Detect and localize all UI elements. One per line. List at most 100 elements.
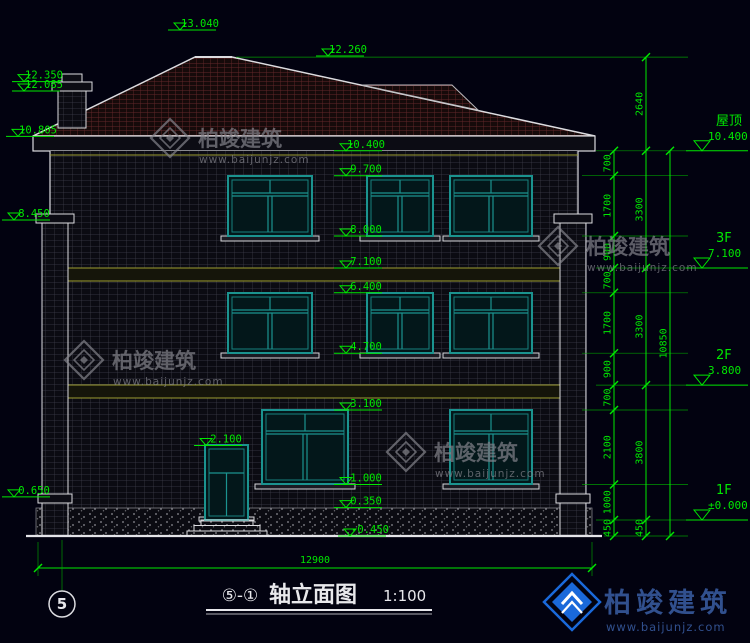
elevation-triangle-icon [16,83,32,92]
watermark-name: 柏竣建筑 [198,127,282,151]
watermark: 柏竣建筑 www.baijunjz.com [149,117,310,166]
watermark: 柏竣建筑 www.baijunjz.com [63,339,224,388]
elevation-value: 7.100 [350,256,382,268]
floor-elevation: 3.800 [708,364,741,377]
dimension-text: 1700 [603,194,614,218]
elevation-triangle-icon [692,509,712,521]
floor-name: 3F [716,231,732,246]
elevation-value: 13.040 [181,18,219,30]
watermark: 柏竣建筑 www.baijunjz.com [537,225,698,274]
elevation-triangle-icon [198,438,214,447]
dimension-text: 3300 [635,315,646,339]
dimension-tick [609,480,619,489]
elevation-marker: 10.400 [334,139,385,152]
elevation-marker: 8.450 [2,208,50,221]
dimension-text: 12900 [300,555,330,566]
window [442,292,540,359]
window [442,409,540,490]
elevation-triangle-icon [6,212,22,221]
dimension-text: 1700 [603,311,614,335]
dimension-tick [587,563,597,573]
floor-band-3f [49,267,579,282]
dimension-tick [665,531,675,541]
elevation-triangle-icon [10,128,26,138]
elevation-triangle-icon [16,74,32,83]
elevation-value: 10.400 [347,139,385,151]
watermark-name: 柏竣建筑 [112,349,196,373]
elevation-triangle-icon [338,477,354,486]
dimension-text: 700 [603,154,614,172]
pilaster-cap [553,213,593,224]
elevation-triangle-icon [338,285,354,294]
watermark-name: 柏竣建筑 [586,235,670,259]
watermark-url: www.baijunjz.com [587,262,698,274]
dimension-tick [641,380,651,390]
dimension-tick [641,52,651,62]
elevation-triangle-icon [692,374,712,386]
elevation-triangle-icon [338,228,354,237]
dimension-tick [609,288,619,298]
watermark-url: www.baijunjz.com [199,154,310,166]
dimension-text: 900 [603,360,614,378]
elevation-marker: 12.260 [316,44,367,57]
elevation-markers-layer: 13.04012.35012.08510.80512.2608.4500.650… [2,18,389,537]
floor-elevation: 7.100 [708,247,741,260]
watermark-url: www.baijunjz.com [435,468,546,480]
elevation-marker: 4.700 [334,341,382,354]
floor-name: 2F [716,348,732,363]
drawing-title: 轴立面图 [269,582,357,608]
dimension-text: 450 [603,519,614,537]
dimension-tick [609,171,619,181]
elevation-triangle-icon [320,48,336,57]
dimension-tick [609,231,619,241]
brand-block: 柏竣建筑 www.baijunjz.com [542,572,732,634]
title-block: ⑤-① 轴立面图 1:100 [206,582,432,615]
floor-elevation: ±0.000 [708,499,748,512]
chimney-body [57,90,87,129]
elevation-marker: 1.000 [334,473,382,486]
roof-secondary-ridge [361,84,480,111]
elevation-value: 8.450 [18,208,50,220]
watermark-url: www.baijunjz.com [113,376,224,388]
dimension-tick [641,146,651,156]
dimension-text: 3800 [635,441,646,465]
elevation-value: 10.805 [19,124,57,136]
elevation-triangle-icon [338,168,354,177]
elevation-value: 2.100 [210,434,242,446]
windows-layer [220,175,540,490]
floor-label: 1F±0.000 [686,483,748,521]
floor-elevation: 10.400 [708,130,748,143]
pilaster-cap [35,213,75,224]
watermark: 柏竣建筑 www.baijunjz.com [385,431,546,480]
elevation-marker: 10.805 [6,124,57,138]
dimension-tick [641,531,651,541]
chimney [51,73,93,129]
plinth [35,507,593,537]
dimension-text: 2640 [635,92,646,116]
elevation-value: 1.000 [350,473,382,485]
dimension-tick [609,405,619,415]
elevation-value: 12.085 [25,79,63,91]
watermark-logo-icon [149,117,191,159]
pilaster-left [35,213,75,537]
axis-bubble: 5 [48,540,76,618]
dimension-text: 450 [635,519,646,537]
pilaster-shaft [41,222,69,537]
watermark-name: 柏竣建筑 [434,441,518,465]
brand-name: 柏竣建筑 [604,587,732,619]
dimension-tick [609,146,619,156]
brand-url: www.baijunjz.com [606,620,726,634]
dimension-text: 700 [603,271,614,289]
elevation-value: -0.450 [351,524,389,536]
elevation-triangle-icon [172,22,188,31]
elevation-triangle-icon [342,528,358,537]
window [220,292,320,359]
watermark-logo-icon [385,431,427,473]
window [254,409,356,490]
window [359,292,441,359]
elevation-triangle-icon [692,140,712,152]
elevation-value: 4.700 [350,341,382,353]
